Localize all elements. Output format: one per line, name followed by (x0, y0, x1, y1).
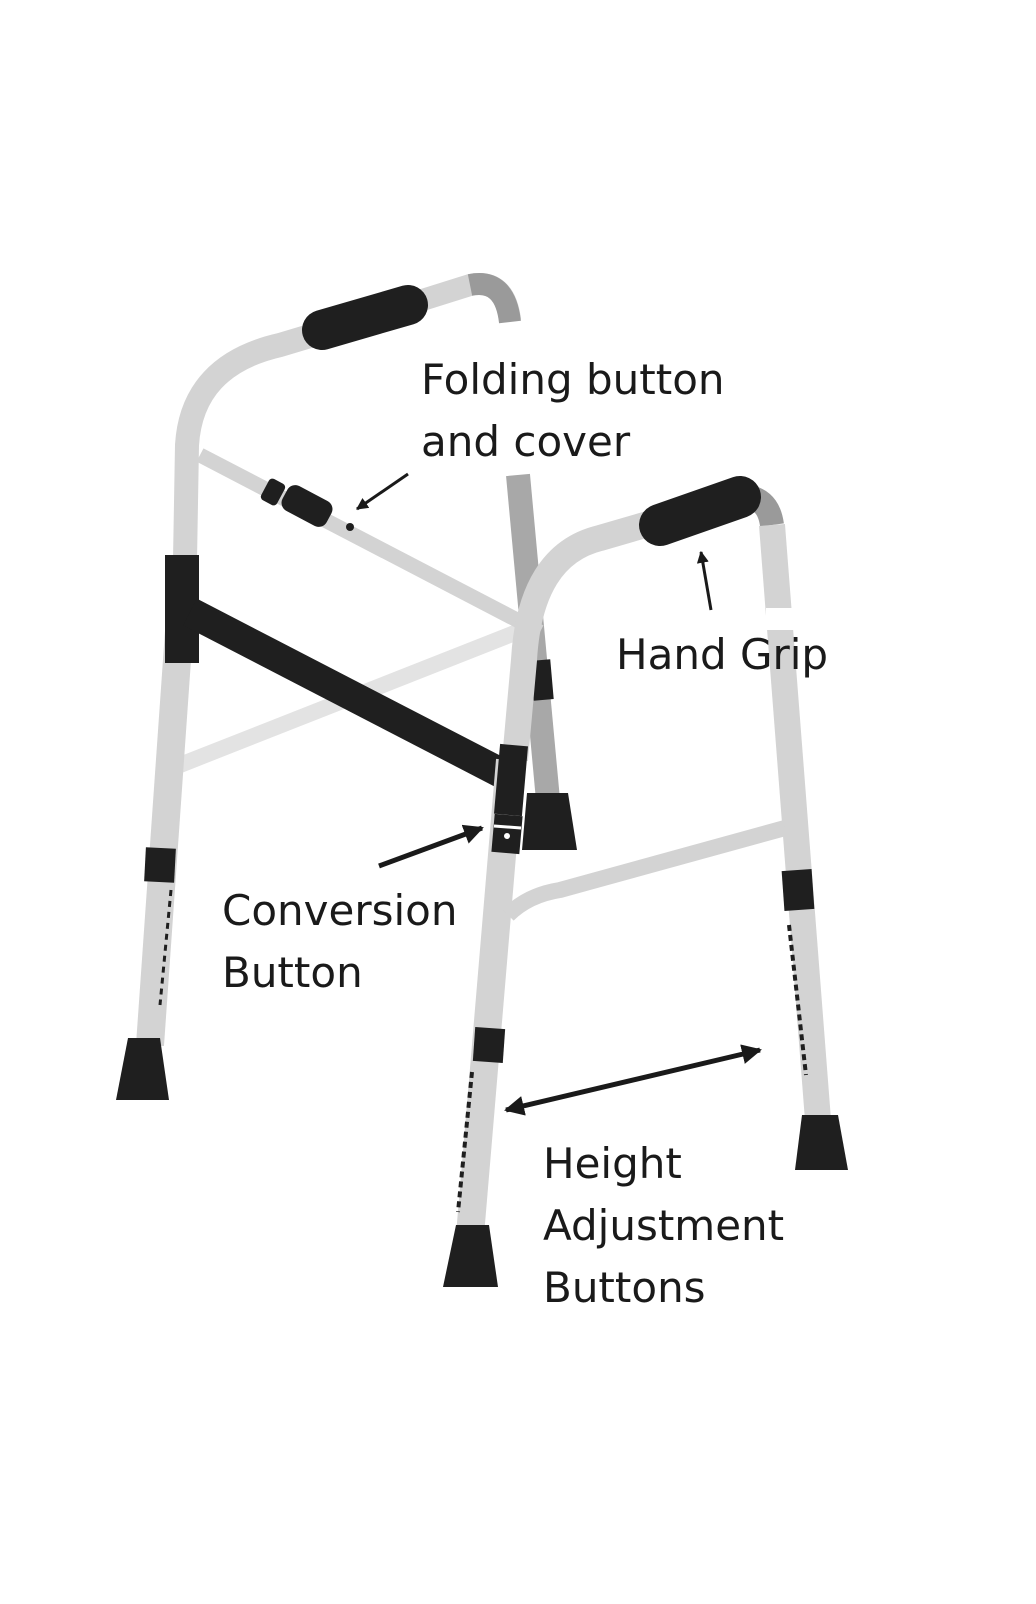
height-adjustment-label: Height Adjustment Buttons (543, 1133, 784, 1319)
callout-arrows (356, 472, 762, 1116)
front-foot-tip (443, 1225, 498, 1287)
hand-grip-arrow (696, 550, 713, 611)
left-hand-grip (302, 285, 428, 350)
hand-grip-label: Hand Grip (616, 624, 828, 686)
black-crossbar (183, 598, 512, 789)
left-foot-tip (116, 1038, 169, 1100)
folding-button-label-line-1: Folding button (421, 355, 725, 404)
folding-button-arrow (356, 472, 409, 511)
folding-button-dot (346, 523, 354, 531)
left-side-frame (116, 285, 544, 1100)
upper-diagonal-brace (196, 448, 544, 639)
right-hand-grip (639, 476, 761, 546)
back-right-foot-tip (795, 1115, 848, 1170)
folding-button-cap (260, 478, 286, 506)
height-adjustment-label-line-2: Adjustment (543, 1201, 785, 1250)
height-adjustment-arrow (504, 1044, 762, 1116)
conversion-button-arrow (378, 824, 484, 869)
conversion-button-dot (504, 833, 510, 839)
right-side-frame (443, 476, 848, 1287)
height-adjustment-label-line-1: Height (543, 1139, 682, 1188)
side-lower-bar (502, 820, 788, 921)
conversion-button-ring (493, 824, 522, 830)
rear-rail-end-cap (467, 273, 521, 324)
right-handle-tube (502, 509, 659, 762)
back-right-leg-gap (766, 608, 794, 630)
back-right-leg-collar (781, 869, 815, 911)
folding-button-label-line-2: and cover (421, 417, 631, 466)
hand-grip-label-line-1: Hand Grip (616, 630, 829, 679)
height-adjustment-label-line-3: Buttons (543, 1263, 706, 1312)
folding-button-label: Folding button and cover (421, 349, 725, 473)
conversion-button-label-line-2: Button (222, 948, 363, 997)
rear-right-foot-tip (522, 793, 577, 850)
left-leg-collar (144, 847, 176, 883)
front-leg-adjustment-holes (456, 1071, 474, 1213)
conversion-button-label: Conversion Button (222, 880, 457, 1004)
conversion-button-label-line-1: Conversion (222, 886, 458, 935)
front-leg-upper-sleeve (494, 743, 528, 817)
left-handle-tube (173, 306, 374, 561)
back-right-adjustment-holes (787, 924, 808, 1076)
front-leg-collar (472, 1026, 506, 1064)
left-leg-adjustment-holes (158, 889, 173, 1006)
folding-button-cover (281, 485, 333, 527)
